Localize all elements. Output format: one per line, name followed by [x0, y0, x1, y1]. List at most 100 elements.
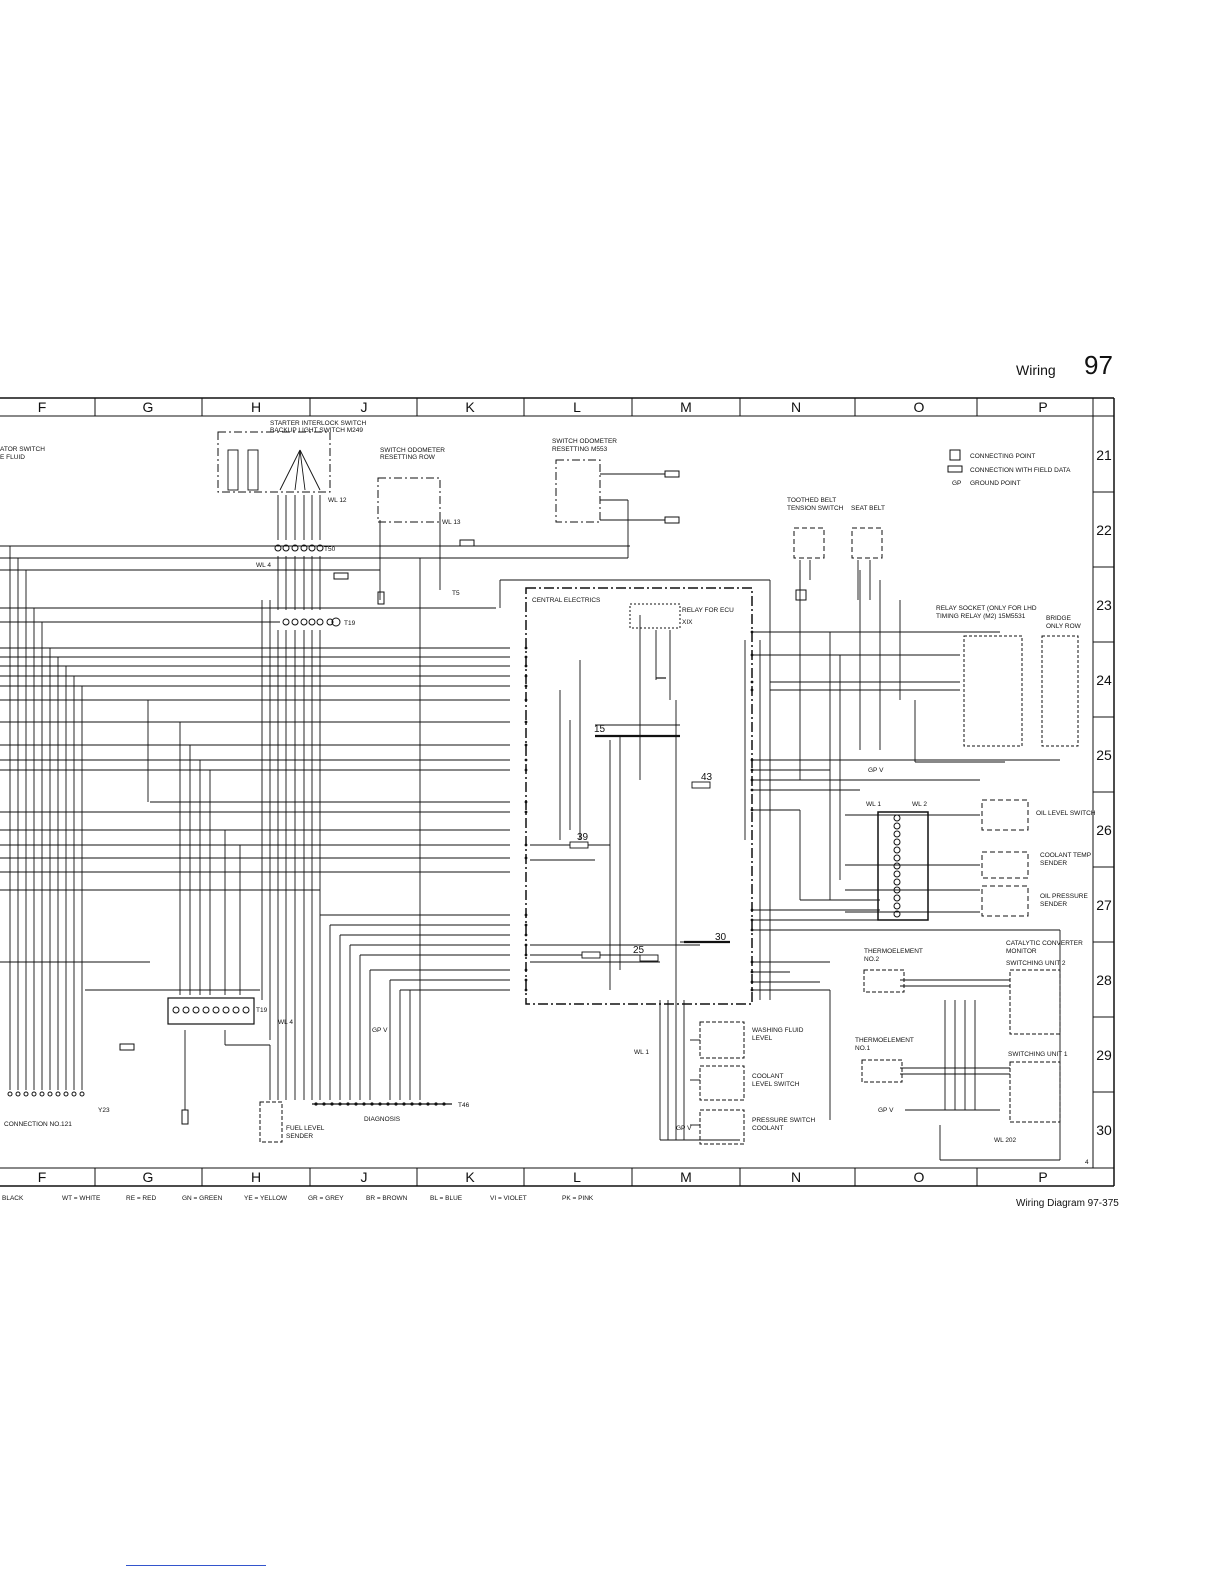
regulator-switch-label: ATOR SWITCH: [0, 446, 45, 453]
starter-interlock-box: [217, 431, 331, 493]
relay-socket-label: TIMING RELAY (M2) 15M5531: [936, 613, 1026, 620]
oil-pressure-label: OIL PRESSURE: [1040, 893, 1088, 900]
legend-item: GR = GREY: [308, 1195, 344, 1202]
row-label: 24: [1096, 672, 1112, 688]
washing-fluid-label: LEVEL: [752, 1035, 773, 1042]
row-label: 25: [1096, 747, 1112, 763]
row-labels: 21 22 23 24 25 26 27 28 29 30 4: [1085, 447, 1112, 1166]
thermoelement-1: [861, 1059, 903, 1083]
key-test-point: CONNECTING POINT: [970, 453, 1035, 460]
col-label: M: [680, 399, 692, 415]
t18-connector: [877, 811, 929, 921]
legend-item: WT = WHITE: [62, 1195, 101, 1202]
col-label: H: [251, 1169, 261, 1185]
relay-socket-box: [963, 635, 1023, 747]
key-ground-sym: GP: [952, 480, 961, 487]
thermo1-label: THERMOELEMENT: [855, 1037, 914, 1044]
odometer-switch-box: [377, 477, 441, 523]
fuel-level-label: FUEL LEVEL: [286, 1125, 325, 1132]
bridge-label: BRIDGE: [1046, 615, 1072, 622]
row-label: 30: [1096, 1122, 1112, 1138]
pressure-switch-label: COOLANT: [752, 1125, 783, 1132]
fuse-25: [639, 954, 659, 962]
seat-belt-switch: [851, 527, 883, 559]
fuses: [569, 781, 711, 962]
diagnosis-pins: [314, 1102, 446, 1106]
coolant-level-switch: [699, 1065, 745, 1101]
col-label: N: [791, 1169, 801, 1185]
page-number: 97: [1084, 350, 1113, 380]
col-label: O: [914, 399, 925, 415]
fuse-label: 25: [633, 945, 645, 956]
connection-121-pins: [7, 1091, 85, 1097]
regulator-switch-label: E FLUID: [0, 454, 25, 461]
coolant-level-label: LEVEL SWITCH: [752, 1081, 800, 1088]
coolant-temp-label: COOLANT TEMP: [1040, 852, 1091, 859]
pressure-switch-label: PRESSURE SWITCH: [752, 1117, 816, 1124]
connector-label: WL 12: [328, 497, 347, 504]
col-label: K: [465, 399, 475, 415]
footer-caption: Wiring Diagram 97-375: [1016, 1198, 1119, 1209]
odometer-switch2-box: [555, 459, 601, 523]
legend-item: GN = GREEN: [182, 1195, 223, 1202]
t50-connector: [274, 544, 324, 552]
switching-unit-2: [1009, 969, 1061, 1035]
ground-label: GP V: [372, 1027, 388, 1034]
connector-label: T5: [452, 590, 460, 597]
col-label: G: [143, 399, 154, 415]
thermo2-label: THERMOELEMENT: [864, 948, 923, 955]
legend-item: BLACK: [2, 1195, 24, 1202]
coolant-temp-sender: [981, 851, 1029, 879]
bottom-link-underline: [126, 1565, 266, 1566]
washing-fluid-label: WASHING FLUID: [752, 1027, 804, 1034]
oil-level-label: OIL LEVEL SWITCH: [1036, 810, 1096, 817]
column-labels-top: F G H J K L M N O P: [38, 399, 1048, 415]
legend-item: BL = BLUE: [430, 1195, 463, 1202]
key-field-data: CONNECTION WITH FIELD DATA: [970, 467, 1071, 474]
t18-pins: [893, 814, 901, 918]
fuse-43: [691, 781, 711, 789]
row-label: 21: [1096, 447, 1112, 463]
connector-label: WL 1: [634, 1049, 649, 1056]
switching-unit-1: [1009, 1061, 1061, 1123]
wire-color-legend: BLACK WT = WHITE RE = RED GN = GREEN YE …: [2, 1195, 594, 1202]
connector-label: T50: [324, 546, 336, 553]
oil-level-switch: [981, 799, 1029, 831]
t19-connector-bottom: [172, 1006, 250, 1014]
oil-pressure-label: SENDER: [1040, 901, 1067, 908]
fuel-level-sender: [259, 1101, 283, 1143]
connector-label: T46: [458, 1102, 470, 1109]
connector-label: WL 13: [442, 519, 461, 526]
coolant-temp-label: SENDER: [1040, 860, 1067, 867]
odometer-switch2-label: SWITCH ODOMETER: [552, 438, 617, 445]
row-label: 22: [1096, 522, 1112, 538]
column-separators: [94, 398, 978, 1186]
ground-label: GP V: [878, 1107, 894, 1114]
legend-item: BR = BROWN: [366, 1195, 408, 1202]
toothed-belt-switch: [793, 527, 825, 559]
diagnosis-label: DIAGNOSIS: [364, 1116, 401, 1123]
connector-label: WL 2: [912, 801, 927, 808]
connector-label: Y23: [98, 1107, 110, 1114]
catalytic-label: CATALYTIC CONVERTER: [1006, 940, 1083, 947]
row-label: 23: [1096, 597, 1112, 613]
connector-label: WL 4: [278, 1019, 293, 1026]
col-label: J: [361, 399, 368, 415]
thermo1-label: NO.1: [855, 1045, 871, 1052]
odometer-switch-label: RESETTING ROW: [380, 454, 436, 461]
pressure-switch-coolant: [699, 1109, 745, 1145]
relay-socket-label: RELAY SOCKET (ONLY FOR LHD: [936, 605, 1037, 612]
switching-unit1-label: SWITCHING UNIT 1: [1008, 1051, 1068, 1058]
central-electrics-label: CENTRAL ELECTRICS: [532, 597, 601, 604]
bridge-label: ONLY ROW: [1046, 623, 1082, 630]
bridge-box: [1041, 635, 1079, 747]
odometer-switch-label: SWITCH ODOMETER: [380, 447, 445, 454]
central-electrics-box: [525, 587, 753, 1005]
fuse-label: 43: [701, 772, 713, 783]
section-title: Wiring: [1016, 362, 1056, 378]
column-labels-bottom: F G H J K L M N O P: [38, 1169, 1048, 1185]
corner-number: 4: [1085, 1159, 1089, 1166]
connector-label: WL 1: [866, 801, 881, 808]
catalytic-label: MONITOR: [1006, 948, 1037, 955]
